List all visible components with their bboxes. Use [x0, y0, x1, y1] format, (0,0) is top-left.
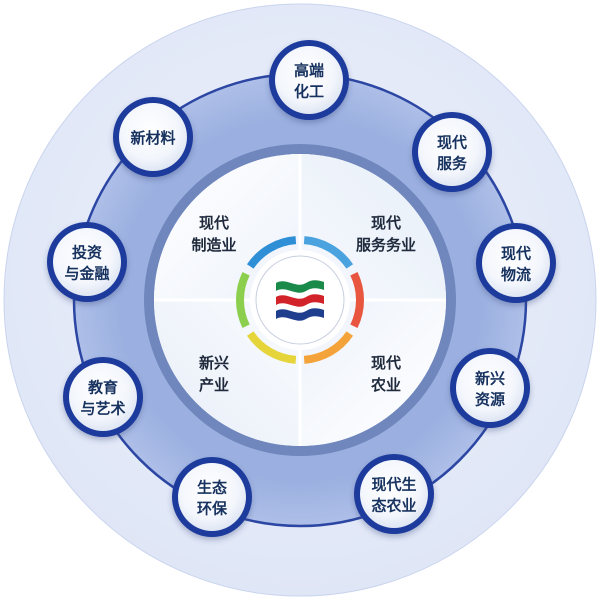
core-quadrants	[154, 154, 446, 446]
center-color-ring	[236, 236, 364, 364]
node-face	[456, 354, 524, 422]
node-face	[360, 460, 428, 528]
node-label: 现代服务	[437, 134, 468, 173]
node-label: 生态环保	[197, 479, 228, 518]
node-label: 高端化工	[294, 62, 324, 101]
node-face	[275, 46, 343, 114]
ring-segment	[246, 236, 297, 269]
industry-node: 现代服务	[412, 112, 492, 192]
ring-segment	[303, 331, 354, 364]
node-face	[418, 118, 486, 186]
industry-node: 生态环保	[172, 457, 252, 537]
node-face	[482, 229, 550, 297]
node-face	[69, 363, 137, 431]
node-label: 新材料	[130, 129, 175, 147]
industry-node: 现代生态农业	[354, 454, 434, 534]
industry-node: 高端化工	[269, 40, 349, 120]
flag-wave-logo-icon	[276, 280, 324, 321]
ring-segment	[236, 271, 250, 329]
node-label: 现代生态农业	[371, 476, 416, 515]
industry-node: 新兴资源	[450, 348, 530, 428]
logo-stripe	[276, 308, 324, 321]
quadrant-bottom-right	[300, 300, 446, 446]
industry-node: 新材料	[113, 97, 193, 177]
logo-stripe	[276, 294, 324, 307]
node-face	[53, 228, 121, 296]
node-label: 现代物流	[501, 245, 531, 284]
core-sector-label: 现代服务务业	[356, 214, 416, 254]
quadrant-top-left	[154, 154, 300, 300]
quadrant-top-right	[300, 154, 446, 300]
industry-node: 教育与艺术	[63, 357, 143, 437]
node-label: 教育与艺术	[80, 379, 125, 418]
node-label: 投资与金融	[64, 244, 109, 283]
node-face	[119, 103, 187, 171]
node-label: 新兴资源	[475, 370, 505, 409]
ring-segment	[350, 271, 364, 329]
core-sector-label: 现代农业	[370, 354, 401, 394]
node-face	[178, 463, 246, 531]
logo-stripe	[276, 280, 324, 293]
industry-node: 投资与金融	[47, 222, 127, 302]
industry-node: 现代物流	[476, 223, 556, 303]
center-thin-ring	[255, 255, 345, 345]
core-sector-label: 现代制造业	[191, 214, 236, 254]
ring-segment	[246, 331, 297, 364]
ring-segment	[303, 236, 354, 269]
core-sector-label: 新兴产业	[199, 354, 229, 394]
quadrant-bottom-left	[154, 300, 300, 446]
